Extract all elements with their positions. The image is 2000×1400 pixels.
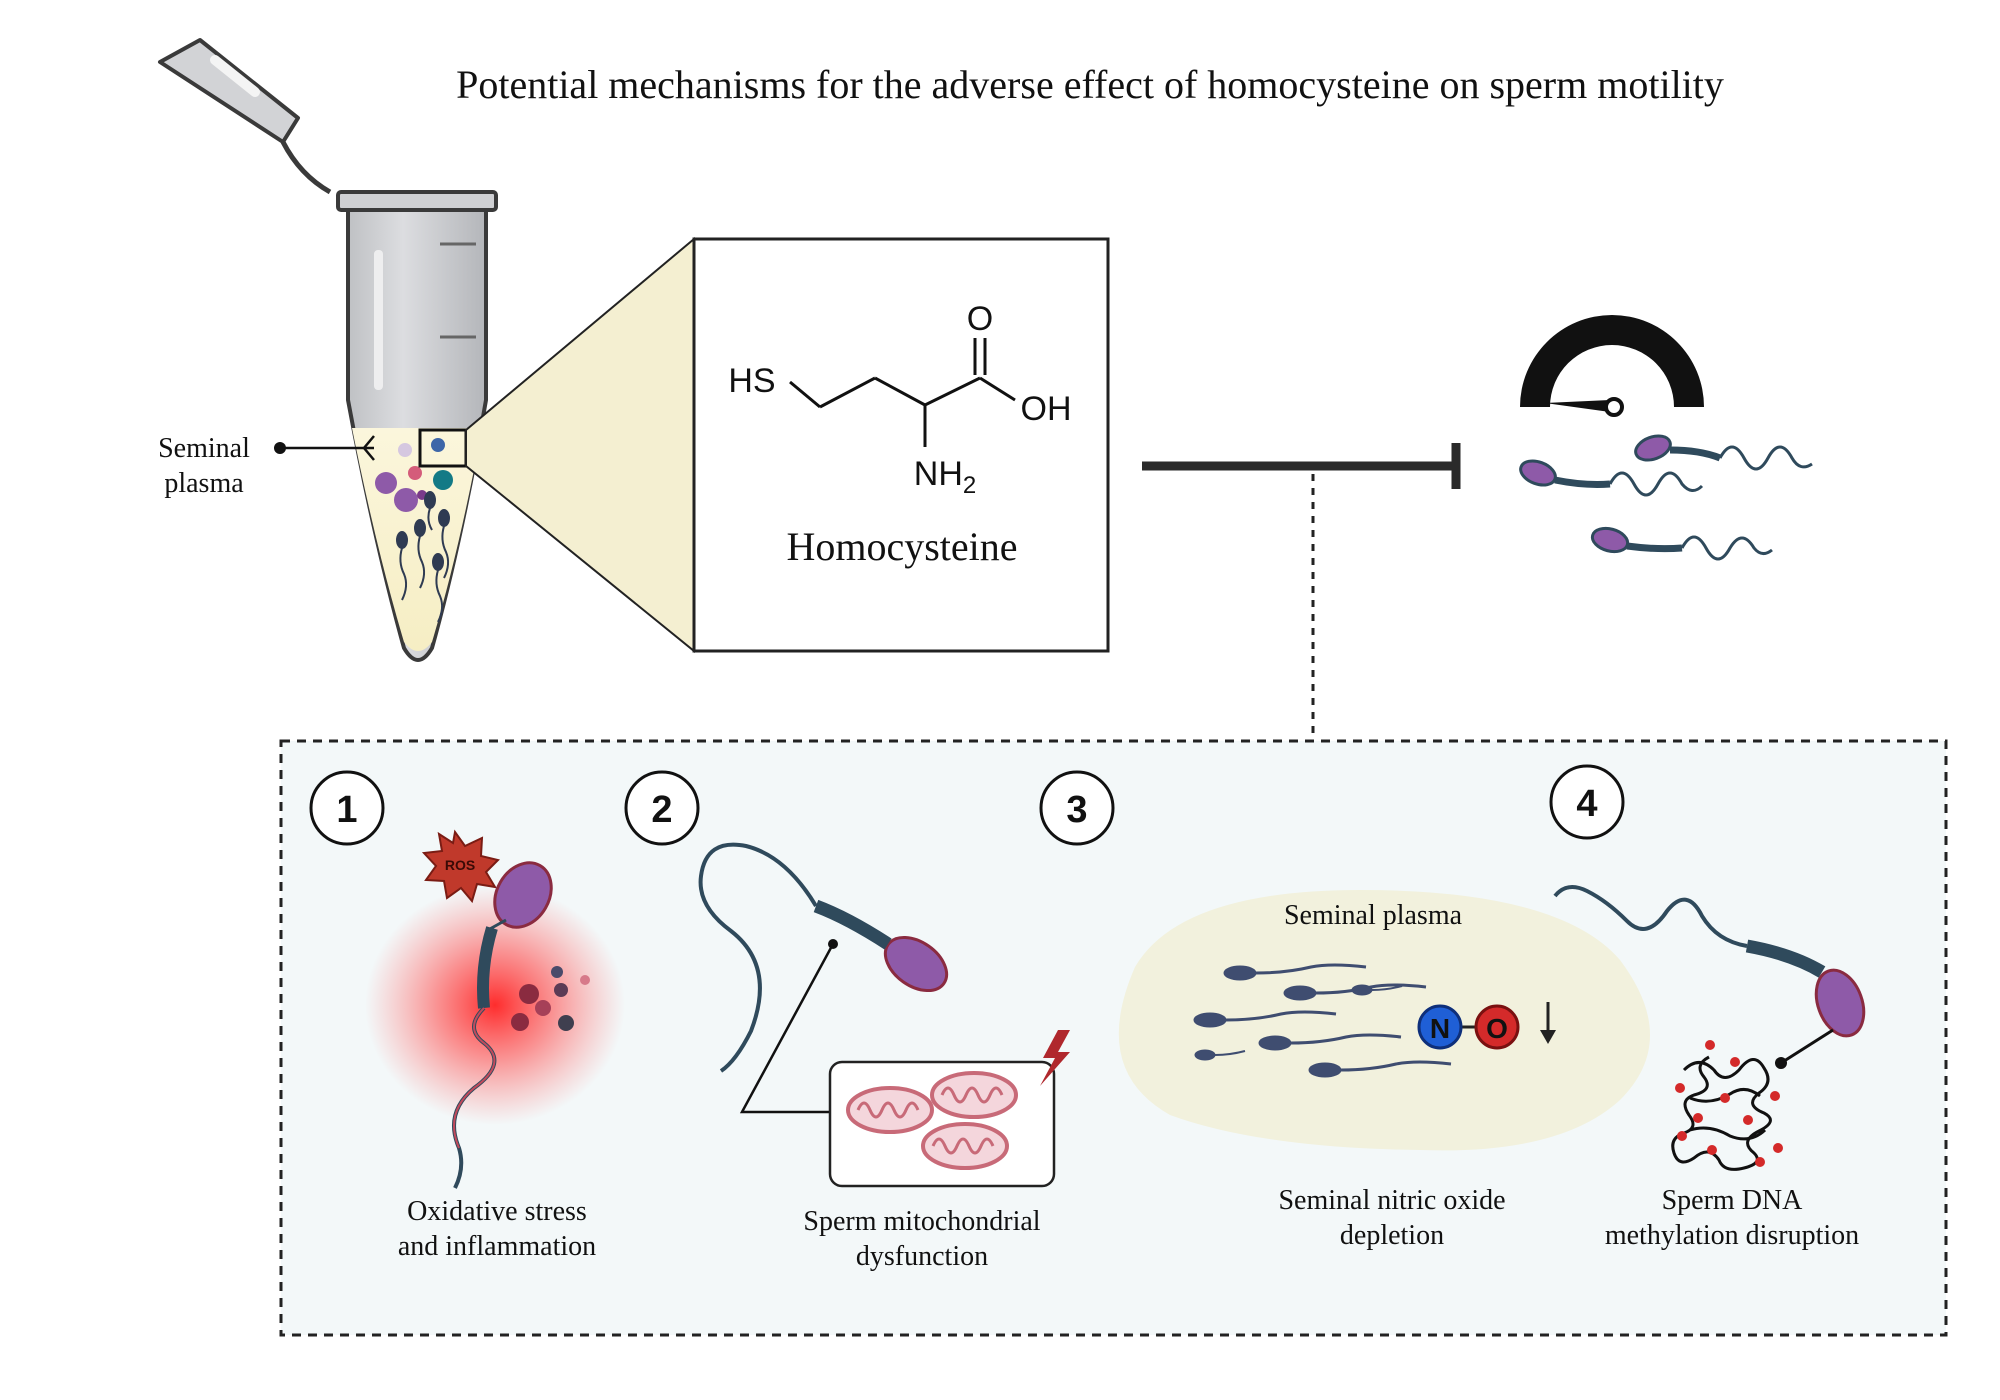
zoom-cone [465,236,695,654]
svg-text:1: 1 [336,789,357,831]
svg-text:2: 2 [651,789,672,831]
figure-title: Potential mechanisms for the adverse eff… [456,62,1724,107]
atom-oh: OH [1021,390,1072,428]
mechanism-2-label-line2: dysfunction [856,1241,988,1272]
atom-nh2: NH2 [914,455,976,499]
mechanism-4-label-line1: Sperm DNA [1662,1185,1804,1216]
homocysteine-structure [789,338,1016,447]
seminal-plasma-label: Seminal plasma [1284,900,1463,931]
svg-text:ROS: ROS [445,857,475,873]
mechanism-3-label-line1: Seminal nitric oxide [1278,1185,1505,1216]
inhibition-arrow [1142,443,1461,489]
svg-text:O: O [1486,1013,1508,1044]
sperm-icon [1519,459,1704,497]
mechanism-4-label-line2: methylation disruption [1605,1220,1859,1251]
atom-o: O [967,300,993,338]
ros-badge: ROS [421,829,500,904]
mitochondria-icon [846,1071,1018,1170]
sample-tube: Seminal plasma [158,38,498,662]
svg-text:4: 4 [1576,783,1597,825]
mechanism-3-label-line2: depletion [1340,1220,1444,1251]
sperm-cluster [1193,963,1452,1078]
mechanism-2-label-line1: Sperm mitochondrial [803,1206,1040,1237]
tube-lid [158,38,332,195]
molecule-name: Homocysteine [786,524,1017,569]
mitochondrial-illustration [698,842,1070,1188]
seminal-plasma-region [1118,890,1650,1151]
tube-label-line2: plasma [164,468,244,499]
nitric-oxide-molecule: N O [1417,1004,1520,1050]
sperm-icon [452,861,553,1189]
decrease-arrow-icon [1540,1002,1556,1044]
motility-gauge-icon [1520,315,1704,417]
inflammation-glow [365,885,625,1125]
oxidative-stress-illustration: ROS [365,829,625,1189]
atom-sh: HS [728,362,775,400]
svg-text:3: 3 [1066,789,1087,831]
seminal-plasma-liquid [352,428,482,651]
methyl-groups [1675,1040,1783,1167]
mechanism-number-3: 3 [1039,770,1115,846]
mechanism-1-label-line1: Oxidative stress [407,1196,587,1227]
lightning-icon [1040,1030,1070,1086]
sperm-icon [1634,434,1813,471]
mechanism-number-4: 4 [1549,764,1625,840]
nitric-oxide-illustration: Seminal plasma N O [1118,890,1650,1151]
svg-text:N: N [1430,1013,1450,1044]
tube-label-line1: Seminal [158,433,250,464]
sperm-icon [698,842,949,1073]
mechanism-number-2: 2 [624,770,700,846]
sperm-icon [1553,885,1866,1038]
mechanism-1-label-line2: and inflammation [398,1231,596,1262]
sperm-icon [1590,526,1773,561]
dna-strand-icon [1671,1055,1772,1171]
dna-methylation-illustration [1553,885,1866,1171]
sperm-group-top [1519,434,1813,561]
mechanism-number-1: 1 [309,770,385,846]
molecule-panel: HS O OH NH2 Homocysteine [692,237,1110,653]
